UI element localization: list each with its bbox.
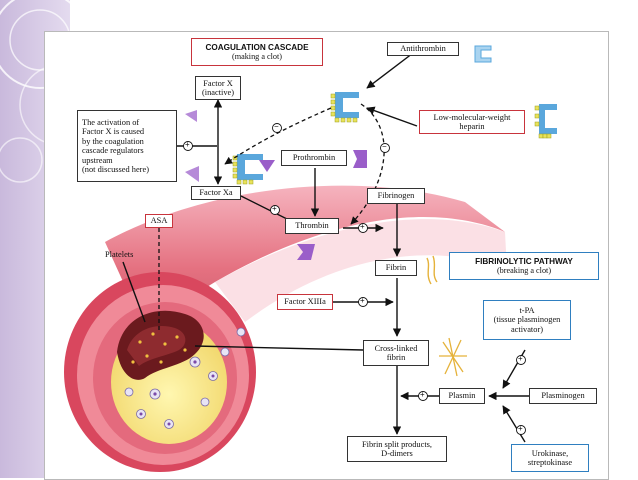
thrombin-molecule-icon [297, 244, 315, 260]
fibrinolytic-heading: FIBRINOLYTIC PATHWAY [475, 256, 573, 266]
factor-xa-box: Factor Xa [191, 186, 241, 200]
plus-marker-urokinase [516, 425, 526, 435]
thrombin-box: Thrombin [285, 218, 339, 234]
blood-vessel-illustration [64, 185, 507, 472]
plus-marker-thrombin [358, 223, 368, 233]
diagram-graphics [64, 45, 557, 472]
fibrinolytic-subheading: (breaking a clot) [496, 266, 552, 275]
plasmin-box: Plasmin [439, 388, 485, 404]
minus-symbol: − [382, 142, 387, 151]
coagulation-heading: COAGULATION CASCADE [205, 42, 309, 52]
plus-symbol: + [518, 354, 523, 363]
plus-marker-factor-xa [270, 205, 280, 215]
cross-linked-fibrin-box: Cross-linked fibrin [363, 340, 429, 366]
tpa-box: t-PA (tissue plasminogen activator) [483, 300, 571, 340]
asa-box: ASA [145, 214, 173, 228]
plus-symbol: + [518, 424, 523, 433]
antithrombin-box: Antithrombin [387, 42, 459, 56]
urokinase-box: Urokinase, streptokinase [511, 444, 589, 472]
minus-marker-factor-xa [272, 123, 282, 133]
factor-xa-complex-icon [232, 154, 275, 185]
plus-symbol: + [272, 204, 277, 213]
plus-symbol: + [185, 140, 190, 149]
plus-symbol: + [360, 296, 365, 305]
plus-marker-factor-xiiia [358, 297, 368, 307]
factor-xiiia-box: Factor XIIIa [277, 294, 333, 310]
fibrin-strands-icon [426, 255, 438, 285]
activation-note-box: The activation of Factor X is caused by … [77, 110, 177, 182]
antithrombin-heparin-complex-icon [330, 92, 359, 123]
lmw-heparin-box: Low-molecular-weight heparin [419, 110, 525, 134]
plus-marker-activation [183, 141, 193, 151]
fibrin-split-products-box: Fibrin split products, D-dimers [347, 436, 447, 462]
fibrinolytic-pathway-title: FIBRINOLYTIC PATHWAY (breaking a clot) [449, 252, 599, 280]
plus-symbol: + [420, 390, 425, 399]
factor-x-box: Factor X (inactive) [195, 76, 241, 100]
heparin-molecule-icon [534, 104, 557, 139]
plasminogen-box: Plasminogen [529, 388, 597, 404]
minus-marker-thrombin [380, 143, 390, 153]
coagulation-subheading: (making a clot) [231, 52, 283, 61]
plus-marker-tpa [516, 355, 526, 365]
fibrinogen-box: Fibrinogen [367, 188, 425, 204]
coagulation-cascade-title: COAGULATION CASCADE (making a clot) [191, 38, 323, 66]
antithrombin-molecule-icon [474, 45, 492, 63]
factor-x-wedge-icons [185, 110, 199, 182]
minus-symbol: − [274, 122, 279, 131]
prothrombin-box: Prothrombin [281, 150, 347, 166]
fibrin-box: Fibrin [375, 260, 417, 276]
plus-symbol: + [360, 222, 365, 231]
plus-marker-plasmin [418, 391, 428, 401]
prothrombin-molecule-icon [353, 150, 367, 168]
pathway-figure: + − − + + + + + + COAGULATION CASCADE (m… [44, 31, 609, 480]
platelets-label: Platelets [105, 250, 134, 259]
cross-linked-fibrin-icon [439, 337, 467, 377]
